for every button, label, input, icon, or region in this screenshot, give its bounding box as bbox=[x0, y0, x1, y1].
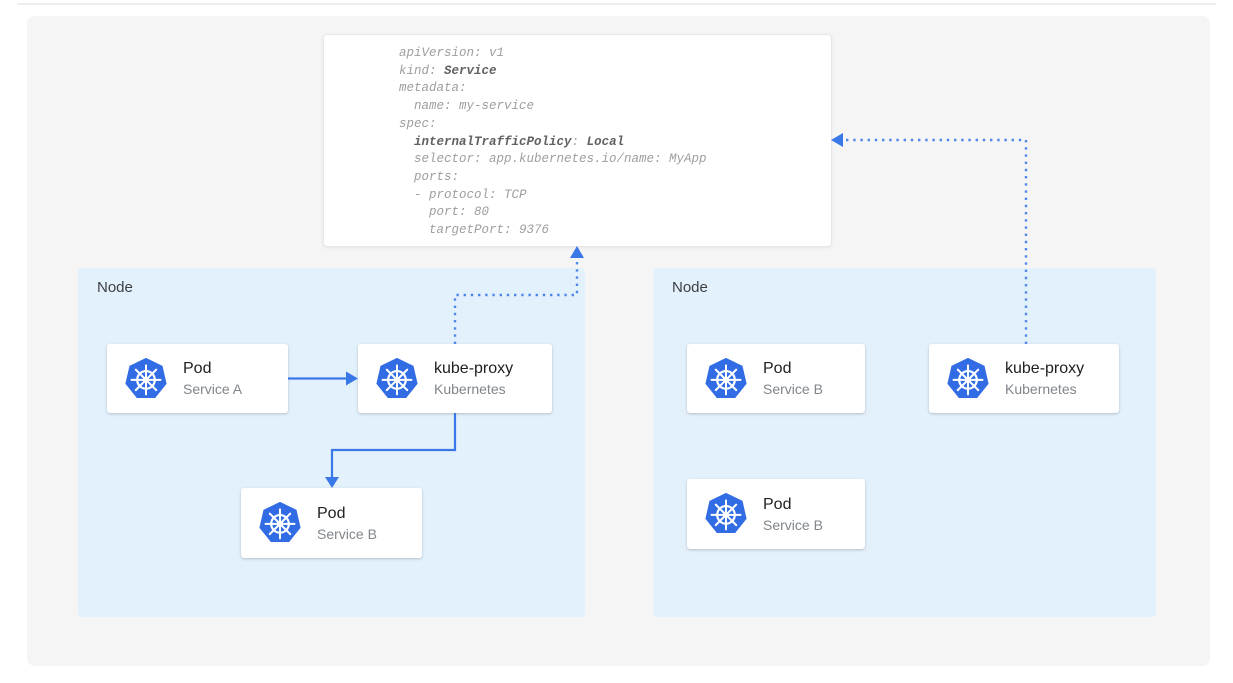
kubernetes-icon bbox=[375, 357, 419, 401]
kubernetes-icon bbox=[258, 501, 302, 545]
card-subtitle: Service B bbox=[317, 525, 377, 542]
yaml-line: apiVersion: v1 bbox=[399, 46, 505, 60]
yaml-line: kind: Service bbox=[399, 63, 497, 78]
card-title: Pod bbox=[317, 504, 346, 522]
card-pod-service-b-left: Pod Service B bbox=[241, 488, 422, 558]
node-box-left: Node Pod bbox=[78, 268, 585, 617]
card-kube-proxy-left: kube-proxy Kubernetes bbox=[358, 344, 552, 413]
kubernetes-icon bbox=[704, 357, 748, 401]
yaml-line: targetPort: 9376 bbox=[399, 223, 550, 238]
card-pod-service-b-right-top: Pod Service B bbox=[687, 344, 865, 413]
card-pod-service-b-right-bottom: Pod Service B bbox=[687, 479, 865, 549]
card-subtitle: Kubernetes bbox=[1005, 381, 1077, 397]
card-title: kube-proxy bbox=[1005, 360, 1085, 377]
card-pod-service-a: Pod Service A bbox=[107, 344, 288, 413]
card-title: Pod bbox=[183, 360, 212, 377]
node-label: Node bbox=[97, 279, 133, 296]
kubernetes-icon bbox=[124, 357, 168, 401]
yaml-line: ports: bbox=[399, 169, 460, 184]
kubernetes-icon bbox=[704, 492, 748, 536]
yaml-line: port: 80 bbox=[399, 205, 490, 220]
card-subtitle: Service B bbox=[763, 516, 823, 533]
node-box-right: Node Pod bbox=[653, 268, 1156, 617]
card-title: Pod bbox=[763, 360, 792, 377]
top-divider bbox=[17, 3, 1216, 5]
card-title: Pod bbox=[763, 495, 792, 513]
node-label: Node bbox=[672, 279, 708, 296]
yaml-code: apiVersion: v1 kind: Service metadata: nam… bbox=[399, 45, 707, 240]
card-subtitle: Kubernetes bbox=[434, 381, 506, 397]
yaml-line: spec: bbox=[399, 116, 437, 131]
card-title: kube-proxy bbox=[434, 360, 514, 377]
yaml-line: name: my-service bbox=[399, 99, 535, 114]
yaml-line: - protocol: TCP bbox=[399, 187, 527, 202]
yaml-line: selector: app.kubernetes.io/name: MyApp bbox=[399, 152, 707, 167]
card-subtitle: Service B bbox=[763, 381, 823, 397]
service-yaml-card: apiVersion: v1 kind: Service metadata: nam… bbox=[323, 34, 832, 247]
yaml-line: metadata: bbox=[399, 81, 467, 96]
card-kube-proxy-right: kube-proxy Kubernetes bbox=[929, 344, 1119, 413]
diagram-panel: apiVersion: v1 kind: Service metadata: nam… bbox=[27, 16, 1210, 666]
yaml-line: internalTrafficPolicy: Local bbox=[414, 134, 625, 149]
kubernetes-icon bbox=[946, 357, 990, 401]
card-subtitle: Service A bbox=[183, 381, 243, 397]
